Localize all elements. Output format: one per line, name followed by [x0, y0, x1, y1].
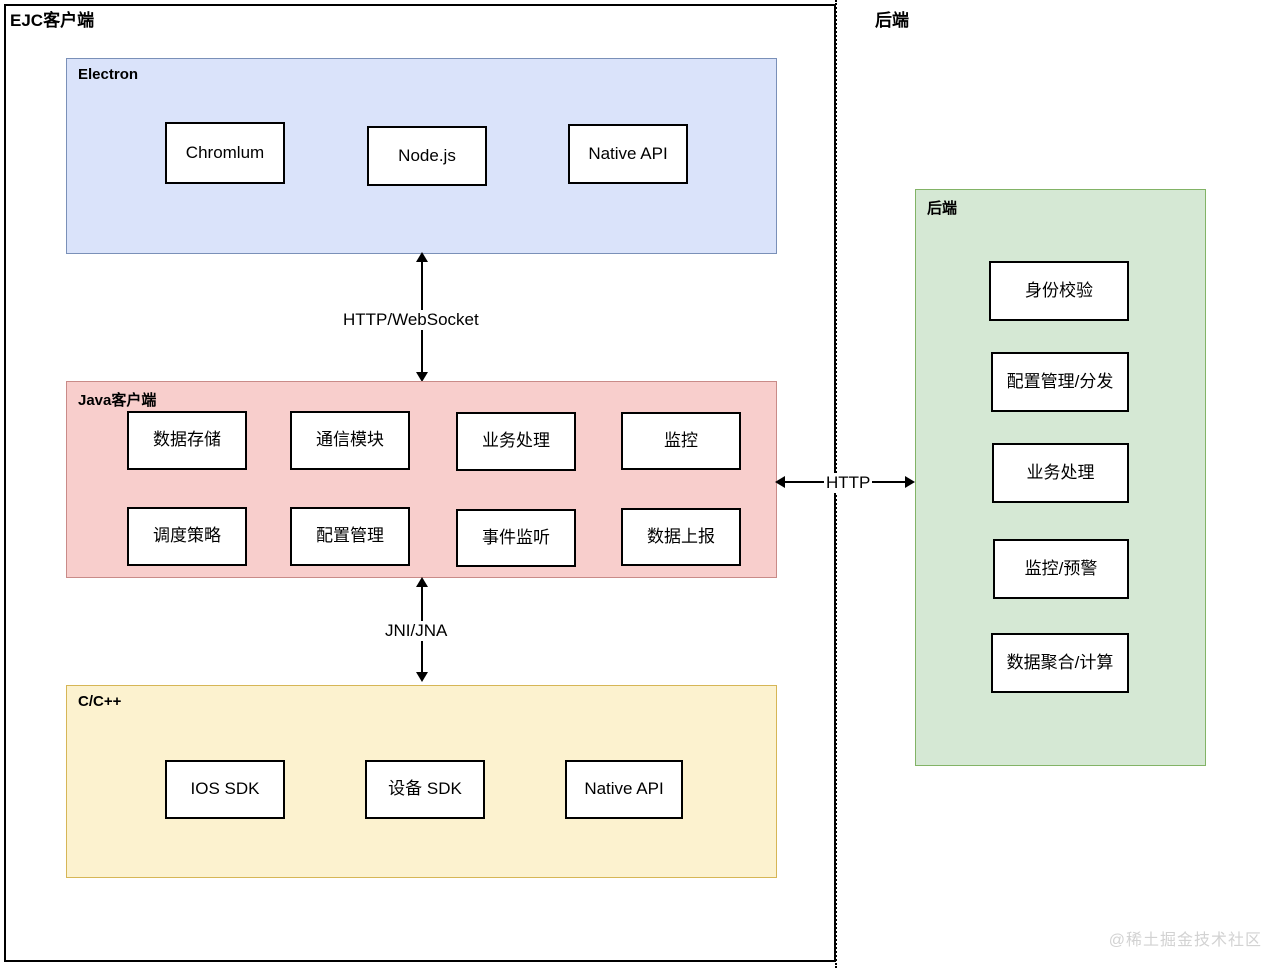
node-backend-identity-verify[interactable]: 身份校验	[989, 261, 1129, 321]
node-ccpp-device-sdk[interactable]: 设备 SDK	[365, 760, 485, 819]
edge-java-ccpp-arrowhead-up	[416, 577, 428, 587]
region-ejc-client-title: EJC客户端	[10, 11, 95, 30]
node-electron-nodejs[interactable]: Node.js	[367, 126, 487, 186]
node-java-comm-module[interactable]: 通信模块	[290, 411, 410, 470]
layer-ccpp-title: C/C++	[78, 693, 122, 710]
node-java-schedule-policy[interactable]: 调度策略	[127, 507, 247, 566]
region-backend-title: 后端	[875, 11, 909, 30]
edge-java-ccpp-label: JNI/JNA	[383, 621, 450, 641]
edge-java-backend-label: HTTP	[824, 473, 873, 493]
watermark: @稀土掘金技术社区	[1108, 932, 1262, 949]
layer-backend-title: 后端	[927, 200, 958, 217]
edge-java-backend-arrowhead-left	[775, 476, 785, 488]
node-backend-business-process[interactable]: 业务处理	[992, 443, 1129, 503]
node-ccpp-ios-sdk[interactable]: IOS SDK	[165, 760, 285, 819]
edge-java-backend-arrowhead-right	[905, 476, 915, 488]
node-java-data-storage[interactable]: 数据存储	[127, 411, 247, 470]
node-backend-config-distribute[interactable]: 配置管理/分发	[991, 352, 1129, 412]
node-backend-data-aggregate[interactable]: 数据聚合/计算	[991, 633, 1129, 693]
edge-electron-java-label: HTTP/WebSocket	[341, 310, 481, 330]
node-java-event-listen[interactable]: 事件监听	[456, 509, 576, 567]
node-java-data-report[interactable]: 数据上报	[621, 508, 741, 566]
node-electron-native-api[interactable]: Native API	[568, 124, 688, 184]
node-backend-monitor-alert[interactable]: 监控/预警	[993, 539, 1129, 599]
node-java-business-process[interactable]: 业务处理	[456, 412, 576, 471]
layer-electron-title: Electron	[78, 66, 139, 83]
edge-electron-java-arrowhead-down	[416, 372, 428, 382]
edge-electron-java-arrowhead-up	[416, 252, 428, 262]
node-ccpp-native-api[interactable]: Native API	[565, 760, 683, 819]
edge-java-ccpp-arrowhead-down	[416, 672, 428, 682]
node-java-monitor[interactable]: 监控	[621, 412, 741, 470]
node-electron-chromium[interactable]: Chromlum	[165, 122, 285, 184]
node-java-config-manage[interactable]: 配置管理	[290, 507, 410, 566]
layer-java-client-title: Java客户端	[78, 392, 157, 409]
